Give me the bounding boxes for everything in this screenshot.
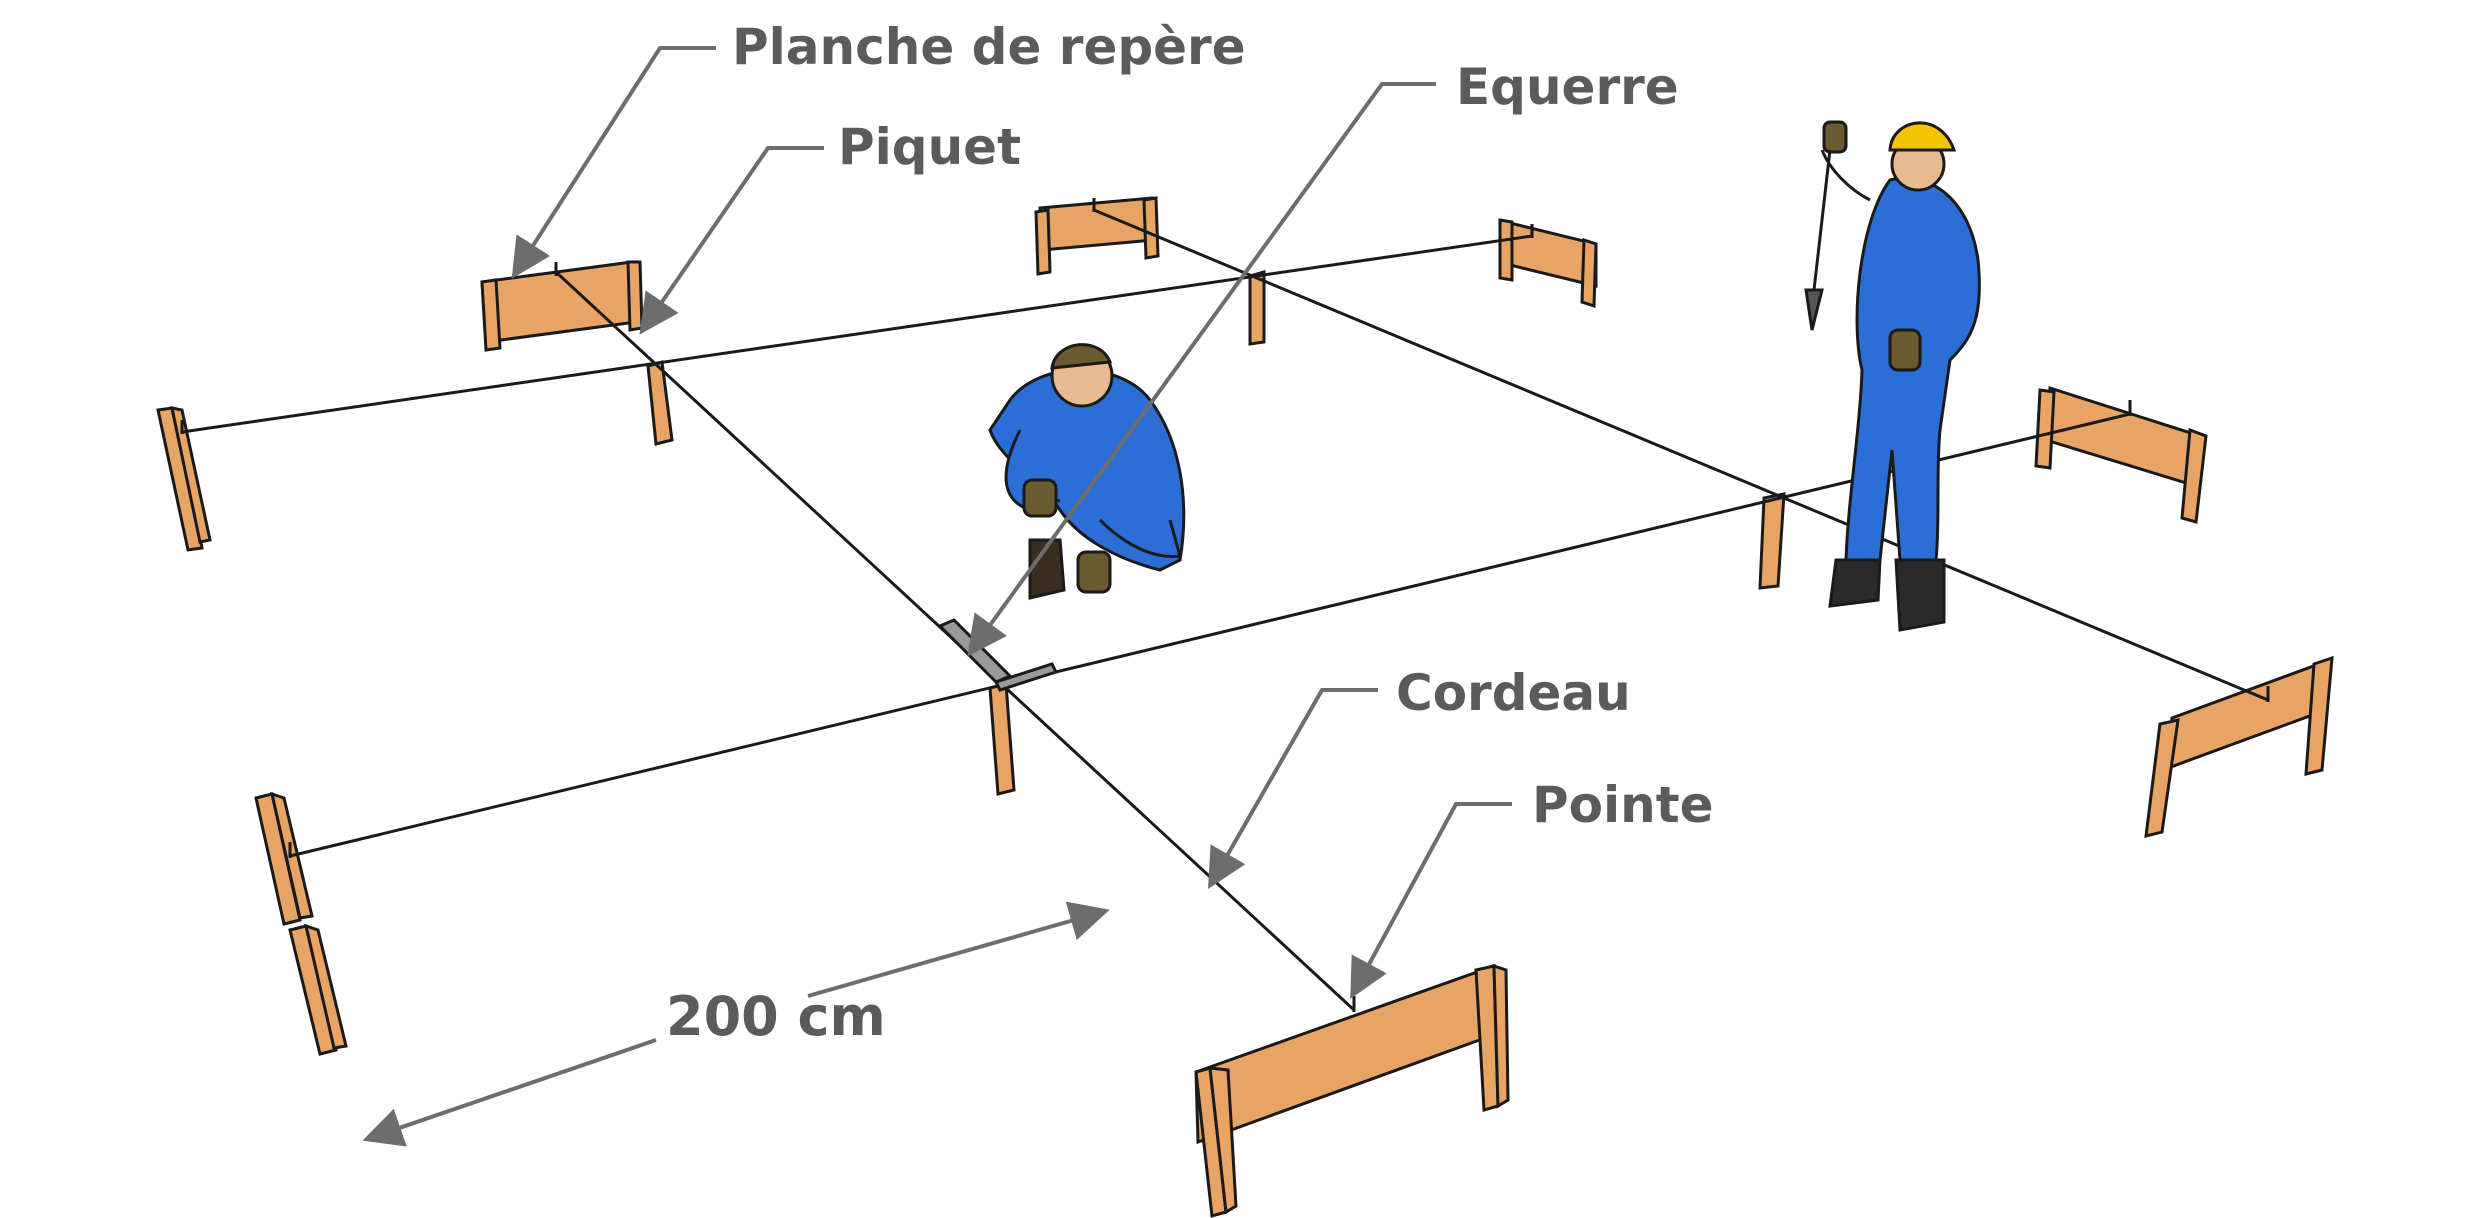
label-cordeau: Cordeau bbox=[1396, 664, 1631, 722]
label-equerre: Equerre bbox=[1456, 58, 1679, 116]
carpenter-square-icon bbox=[937, 618, 1059, 692]
batter-board-icon bbox=[156, 196, 2334, 1218]
dimension-label: 200 cm bbox=[666, 985, 886, 1048]
leader-arrows bbox=[362, 46, 1512, 1147]
label-pointe: Pointe bbox=[1532, 776, 1714, 834]
worker-standing-icon bbox=[1820, 120, 1981, 632]
worker-kneeling-icon bbox=[988, 343, 1186, 600]
plumb-bob-icon bbox=[1804, 149, 1832, 331]
stake-icon bbox=[646, 270, 1786, 796]
label-piquet: Piquet bbox=[838, 118, 1021, 176]
label-planche-de-repere: Planche de repère bbox=[732, 18, 1246, 76]
